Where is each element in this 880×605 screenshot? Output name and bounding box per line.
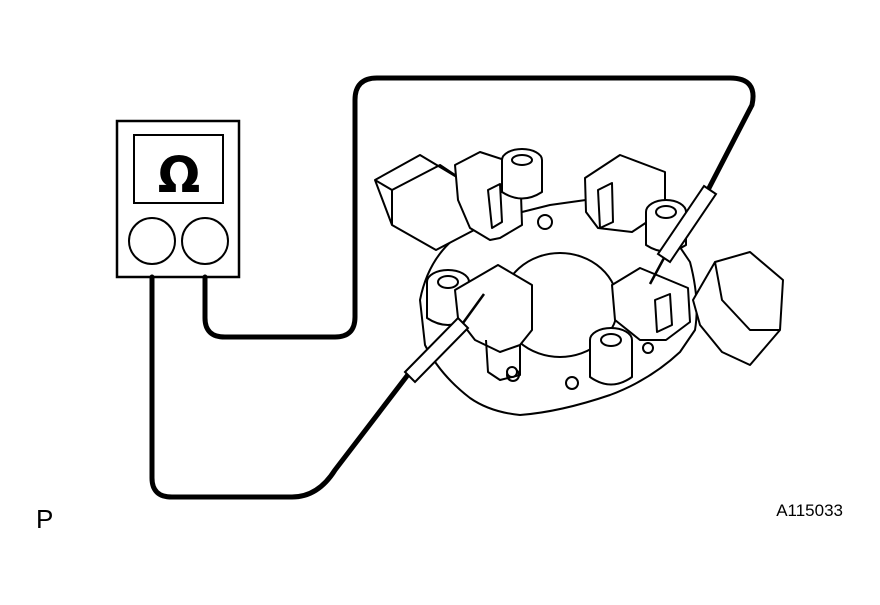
ohmmeter-terminal-left <box>128 217 176 265</box>
mounting-hole-top <box>537 214 553 230</box>
spring-coil-bottom-inner <box>600 333 622 347</box>
spring-coil-right-inner <box>655 205 677 219</box>
lead-wire-left <box>149 274 413 500</box>
brush-holder-left-rivet <box>506 366 518 378</box>
brush-holder-left-slot <box>485 339 521 381</box>
brush-holder-top-slot <box>487 183 503 229</box>
lead-wire-right <box>202 75 756 340</box>
brush-block-right-edge <box>714 261 780 331</box>
probe-right-tip <box>648 257 666 285</box>
probe-left-tip <box>461 293 486 324</box>
ohmmeter-terminal-right <box>181 217 229 265</box>
figure-code: A115033 <box>776 501 843 520</box>
mounting-hole-right <box>642 342 654 354</box>
spring-coil-top-body <box>501 160 543 200</box>
test-probe-left <box>403 293 486 384</box>
brush-holder-assembly <box>374 148 784 416</box>
probe-right-body <box>656 184 718 264</box>
test-probe-right <box>648 184 718 285</box>
ohm-symbol: Ω <box>158 146 201 204</box>
mounting-hole-bottom <box>565 376 579 390</box>
spring-coil-bottom-body <box>589 340 633 386</box>
spring-coil-left-inner <box>437 275 459 289</box>
corner-label: P <box>36 504 53 534</box>
ohmmeter: Ω <box>115 119 241 279</box>
probe-left-body <box>403 316 470 384</box>
brush-holder-top-right-slot <box>597 182 614 229</box>
brush-block-right <box>692 251 784 366</box>
spring-coil-top-inner <box>511 154 533 166</box>
test-leads <box>149 75 756 500</box>
ohmmeter-display <box>133 134 224 204</box>
brush-holder-right-slot <box>654 293 673 333</box>
